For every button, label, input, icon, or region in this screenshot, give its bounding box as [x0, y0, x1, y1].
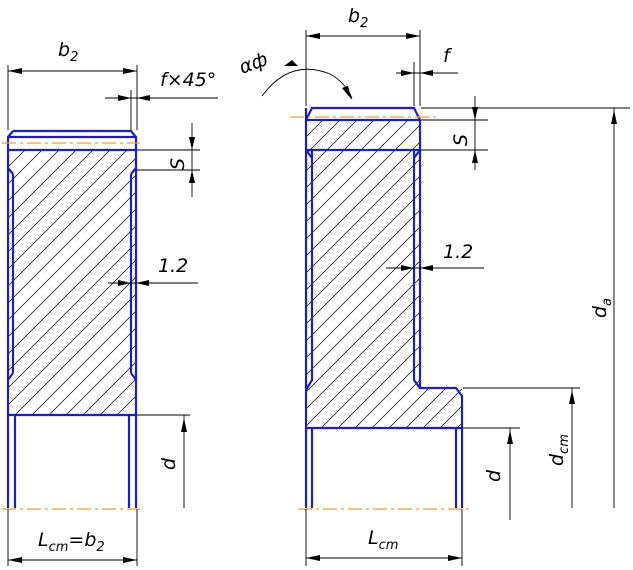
hatch-line	[306, 120, 375, 428]
hatch-line	[8, 150, 77, 415]
right-d-arrow	[507, 430, 513, 444]
hatch-line	[31, 150, 136, 415]
hatch-line	[8, 150, 136, 415]
hatch-line	[306, 120, 462, 428]
hatch-line	[8, 150, 94, 415]
hatch-line	[8, 150, 128, 415]
right-b2-arrow-l	[306, 33, 320, 39]
right-view: b2 f αф S 1.2 da dcm	[236, 5, 630, 566]
hatch-line	[8, 150, 136, 415]
hatch-line	[456, 120, 462, 428]
hatch-line	[306, 120, 462, 428]
hatch-line	[14, 150, 136, 415]
hatch-line	[48, 150, 136, 415]
hatch-line	[306, 120, 307, 428]
hatch-line	[306, 120, 462, 428]
left-s-arrow-top	[189, 137, 195, 150]
left-b2-arrow-r	[123, 68, 137, 74]
right-da-label: da	[589, 298, 615, 318]
left-hatching	[8, 150, 136, 415]
hatch-line	[354, 120, 462, 428]
right-b2-label: b2	[348, 5, 368, 31]
right-b2-arrow-r	[406, 33, 420, 39]
right-web-label: 1.2	[443, 241, 473, 263]
hatch-line	[439, 120, 462, 428]
right-lcm-arrow-r	[448, 555, 462, 561]
hatch-line	[8, 150, 9, 415]
hatch-line	[306, 120, 409, 428]
left-lcm-arrow-l	[8, 557, 22, 563]
hatch-line	[306, 120, 462, 428]
hatch-line	[8, 150, 136, 415]
hatch-line	[337, 120, 462, 428]
right-s-arrow-bot	[472, 150, 478, 163]
right-lcm-arrow-l	[306, 555, 320, 561]
left-chamfer-arrow-l	[118, 95, 131, 101]
hatch-line	[8, 150, 136, 415]
hatch-line	[8, 150, 136, 415]
right-f-arrow-r	[420, 70, 433, 76]
left-s-label: S	[167, 158, 189, 170]
right-da-arrow	[611, 110, 617, 124]
hatch-line	[306, 120, 443, 428]
left-web-arrow-l	[118, 280, 131, 286]
left-lcm-arrow-r	[123, 557, 137, 563]
left-lcm-label: Lcm=b2	[38, 529, 105, 555]
left-web-label: 1.2	[158, 255, 188, 277]
hatch-line	[306, 120, 426, 428]
hatch-line	[133, 150, 136, 415]
right-angle-arc	[261, 68, 353, 99]
right-s-label: S	[450, 134, 472, 146]
hatch-line	[65, 150, 136, 415]
right-hatching	[306, 120, 462, 428]
right-angle-label: αф	[236, 48, 271, 79]
hatch-line	[82, 150, 136, 415]
hatch-line	[116, 150, 136, 415]
hatch-line	[306, 120, 392, 428]
left-s-arrow-bot	[189, 170, 195, 183]
right-dcm-arrow	[569, 390, 575, 404]
right-f-label: f	[443, 45, 453, 67]
hatch-line	[306, 120, 462, 428]
right-s-arrow-top	[472, 107, 478, 120]
hatch-line	[320, 120, 462, 428]
left-web-arrow-r	[136, 280, 149, 286]
right-angle-arrow-l	[284, 60, 298, 66]
right-lcm-label: Lcm	[368, 527, 398, 553]
hatch-line	[405, 120, 462, 428]
right-f-arrow-l	[401, 70, 414, 76]
hatch-line	[8, 150, 136, 415]
left-chamfer-arrow-r	[137, 95, 150, 101]
right-angle-arrow-r	[342, 86, 352, 100]
hatch-line	[8, 150, 136, 415]
right-web-arrow-l	[401, 265, 414, 271]
hatch-line	[8, 150, 111, 415]
right-gear-outline	[304, 106, 464, 508]
hatch-line	[8, 150, 60, 415]
right-web-arrow-r	[420, 265, 433, 271]
hatch-line	[422, 120, 462, 428]
hatch-line	[371, 120, 462, 428]
left-d-label: d	[158, 457, 180, 470]
left-gear-outline	[6, 129, 138, 508]
left-b2-arrow-l	[8, 68, 22, 74]
left-b2-label: b2	[58, 39, 78, 65]
hatch-line	[306, 120, 462, 428]
hatch-line	[306, 120, 462, 428]
hatch-line	[306, 120, 462, 428]
right-d-label: d	[483, 469, 505, 482]
hatch-line	[388, 120, 462, 428]
left-d-arrow	[181, 418, 187, 432]
left-chamfer-label: f×45°	[160, 69, 216, 91]
hatch-line	[306, 120, 460, 428]
hatch-line	[306, 120, 462, 428]
right-dcm-label: dcm	[546, 434, 572, 466]
left-view: b2 f×45° S 1.2 d Lcm=b2	[2, 39, 218, 566]
